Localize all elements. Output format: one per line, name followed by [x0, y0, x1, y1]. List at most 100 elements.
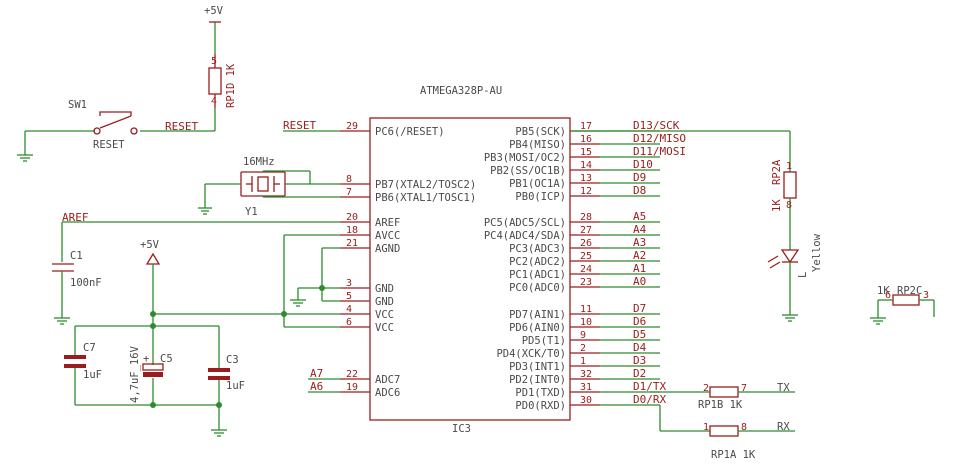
capacitor-c3: C3 1uF — [208, 354, 245, 392]
pin-net-label: A3 — [633, 236, 646, 249]
pin-label: PC2(ADC2) — [509, 256, 566, 268]
pin-net-label: D13/SCK — [633, 119, 680, 132]
capacitor-c5: + C5 4,7uF_16V — [129, 345, 173, 403]
pin-net-label: D2 — [633, 367, 646, 380]
pin-number: 11 — [580, 304, 592, 315]
rp1a-pin-right: 8 — [741, 422, 747, 433]
pin-net-label: D5 — [633, 328, 646, 341]
pin-number: 30 — [580, 395, 592, 406]
resistor-rp1d: 5 4 RP1D 1K — [208, 54, 237, 108]
pin-number: 32 — [580, 369, 592, 380]
pin-number: 25 — [580, 251, 592, 262]
decoupling-bus — [74, 311, 227, 437]
pin-net-label: A1 — [633, 262, 646, 275]
pin-number: 8 — [346, 174, 352, 185]
pin-net-label: A4 — [633, 223, 647, 236]
pin-number: 15 — [580, 147, 592, 158]
pin-number: 22 — [346, 369, 358, 380]
pin-net-label: D12/MISO — [633, 132, 686, 145]
resistor-rp2c: 1K RP2C 6 3 — [870, 285, 935, 325]
pin-label: GND — [375, 283, 394, 295]
supply-left-label: +5V — [140, 239, 160, 251]
rp2a-value: 1K — [771, 199, 783, 212]
pin-number: 21 — [346, 238, 358, 249]
pin-number: 17 — [580, 121, 592, 132]
pin-number: 27 — [580, 225, 592, 236]
c7-value: 1uF — [83, 369, 102, 381]
pin-net-label: D4 — [633, 341, 647, 354]
pin-number: 6 — [346, 317, 352, 328]
led-color: Yellow — [811, 233, 823, 272]
pin-label: PB5(SCK) — [515, 126, 566, 138]
crystal-y1: 16MHz Y1 — [198, 156, 340, 218]
pin-label: PC1(ADC1) — [509, 269, 566, 281]
chip-left-pin: 8 PB7(XTAL2/TOSC2) — [340, 174, 476, 191]
pin-label: VCC — [375, 322, 394, 334]
sw1-ref: SW1 — [68, 99, 87, 111]
supply-top: +5V — [204, 5, 224, 54]
pin-net-label: D3 — [633, 354, 646, 367]
pin-number: 18 — [346, 225, 358, 236]
pin-label: AVCC — [375, 230, 400, 242]
pin-label: PB2(SS/OC1B) — [490, 165, 566, 177]
uart-rx: 1 8 RP1A 1K RX — [659, 405, 795, 461]
pin-label: PC6(/RESET) — [375, 126, 445, 138]
pin-number: 12 — [580, 186, 592, 197]
rp1b-pin-left: 2 — [703, 383, 709, 394]
led-circuit: 1 8 RP2A 1K L Yellow — [570, 130, 823, 322]
pin-label: PD0(RXD) — [515, 400, 566, 412]
pin-number: 13 — [580, 173, 592, 184]
rp1b-label: RP1B 1K — [698, 399, 743, 411]
pin-number: 19 — [346, 382, 358, 393]
pin-net-label: D7 — [633, 302, 646, 315]
pin-net-label: D8 — [633, 184, 646, 197]
pin-label: PD5(T1) — [522, 335, 566, 347]
led-ref: L — [797, 272, 809, 278]
aref-net: AREF — [61, 211, 340, 262]
chip-right-pin: PB5(SCK) 17 D13/SCK — [515, 119, 679, 138]
crystal-value: 16MHz — [243, 156, 275, 168]
uart-tx: 2 7 RP1B 1K TX — [650, 382, 795, 411]
pin-label: PD2(INT0) — [509, 374, 566, 386]
pin-net-label: A7 — [310, 367, 323, 380]
capacitor-c7: C7 1uF — [64, 342, 102, 381]
c1-value: 100nF — [70, 277, 102, 289]
pin-number: 4 — [346, 304, 352, 315]
rx-label: RX — [777, 421, 790, 433]
pin-label: PD6(AIN0) — [509, 322, 566, 334]
pin-label: PB1(OC1A) — [509, 178, 566, 190]
pin-label: PD7(AIN1) — [509, 309, 566, 321]
pin-net-label: A0 — [633, 275, 646, 288]
pin-number: 29 — [346, 121, 358, 132]
pin-label: PC0(ADC0) — [509, 282, 566, 294]
chip-ref: IC3 — [452, 423, 471, 435]
pin-net-label: D0/RX — [633, 393, 666, 406]
rp2c-value: 1K — [877, 285, 890, 297]
pin-label: PB6(XTAL1/TOSC1) — [375, 192, 476, 204]
pin-label: PD1(TXD) — [515, 387, 566, 399]
pin-label: PB3(MOSI/OC2) — [484, 152, 566, 164]
rp1a-pin-left: 1 — [703, 422, 709, 433]
pin-number: 14 — [580, 160, 592, 171]
pin-label: PC4(ADC4/SDA) — [484, 230, 566, 242]
c3-value: 1uF — [226, 380, 245, 392]
chip-name: ATMEGA328P-AU — [420, 85, 502, 97]
pin-number: 2 — [580, 343, 586, 354]
pin-label: PB7(XTAL2/TOSC2) — [375, 179, 476, 191]
pin-label: PB4(MISO) — [509, 139, 566, 151]
pin-label: PB0(ICP) — [515, 191, 566, 203]
rp1d-pin-bottom: 4 — [211, 96, 217, 107]
